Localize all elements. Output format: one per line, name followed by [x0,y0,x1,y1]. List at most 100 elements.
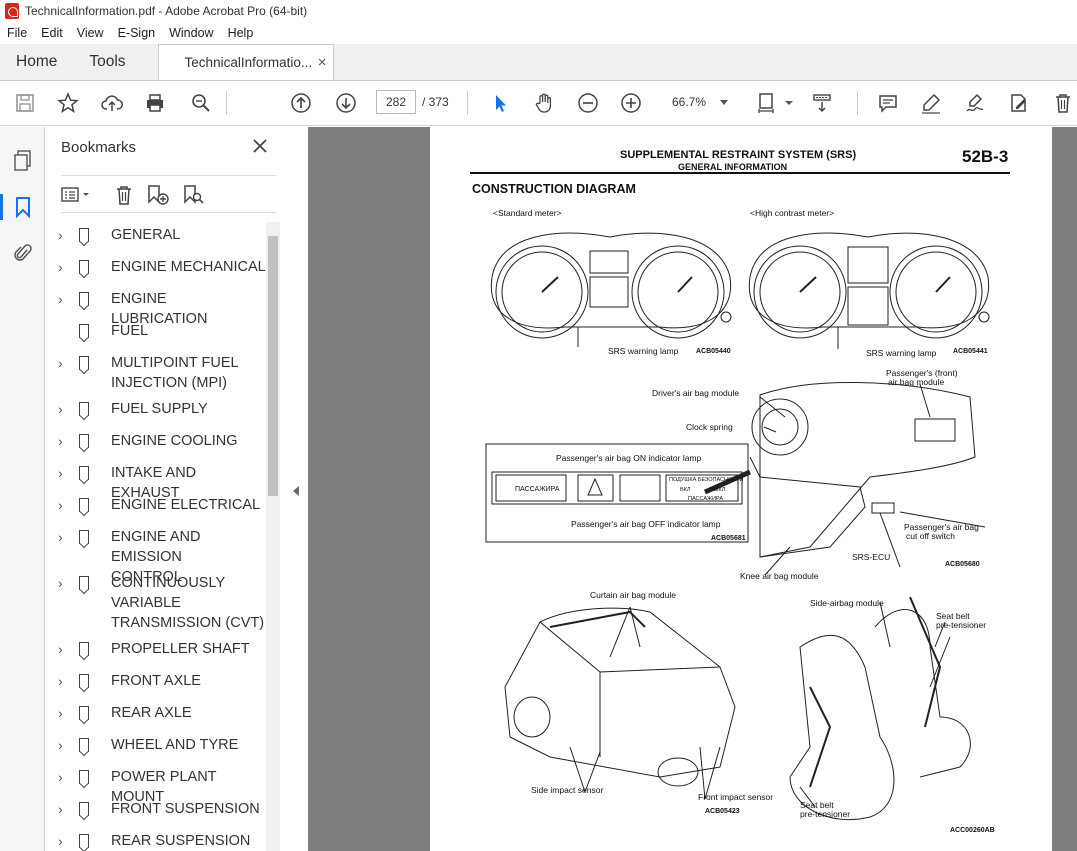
chevron-right-icon[interactable]: › [58,641,63,657]
bookmark-item-propeller-shaft[interactable]: ›PROPELLER SHAFT [45,639,267,659]
page-thumbnails-icon[interactable] [10,147,36,173]
menu-window[interactable]: Window [169,26,214,40]
chevron-right-icon[interactable]: › [58,497,63,513]
chevron-right-icon[interactable]: › [58,355,63,371]
bookmark-item-engine-mechanical[interactable]: › ENGINE MECHANICAL [45,257,267,277]
menu-edit[interactable]: Edit [41,26,63,40]
sign-icon[interactable] [963,91,987,115]
bookmark-item-fuel[interactable]: FUEL [45,321,267,341]
caption-srs-warning-lamp: SRS warning lamp [608,346,679,356]
toolbar-divider [226,91,227,115]
zoom-search-icon[interactable] [189,91,213,115]
tab-bar: Home Tools TechnicalInformatio... × [0,44,1077,81]
header-rule [470,172,1010,174]
title-bar: TechnicalInformation.pdf - Adobe Acrobat… [0,0,1077,22]
delete-icon[interactable] [1051,91,1075,115]
attachments-paperclip-icon[interactable] [10,240,36,266]
select-cursor-icon[interactable] [489,91,513,115]
bookmark-item-engine-lubrication[interactable]: ›ENGINE LUBRICATION [45,289,267,329]
menu-file[interactable]: File [7,26,28,40]
no-chevron-spacer [45,321,67,341]
hand-tool-icon[interactable] [532,91,556,115]
caption-srs-warning-lamp: SRS warning lamp [866,348,937,358]
comment-icon[interactable] [876,91,900,115]
caption-knee-airbag: Knee air bag module [740,571,819,581]
tab-document[interactable]: TechnicalInformatio... × [157,44,334,80]
close-panel-icon[interactable] [250,136,270,156]
bookmark-item-front-axle[interactable]: ›FRONT AXLE [45,671,267,691]
zoom-level-select[interactable]: 66.7% [662,90,734,114]
bookmark-item-front-suspension[interactable]: ›FRONT SUSPENSION [45,799,267,819]
chevron-right-icon[interactable]: › [58,227,63,243]
chevron-right-icon[interactable]: › [58,259,63,275]
caption-seatbelt-pretensioner: Seat belt [936,611,970,621]
star-icon[interactable] [56,91,80,115]
collapse-panel-icon[interactable] [293,486,299,496]
bookmark-item-general[interactable]: ›GENERAL [45,225,267,245]
panel-text: ПАССАЖИРА [688,496,723,502]
bookmark-label: ENGINE MECHANICAL [111,259,266,275]
tab-close-icon[interactable]: × [317,54,327,71]
bookmark-icon [67,431,93,451]
menu-help[interactable]: Help [227,26,254,40]
chevron-right-icon[interactable]: › [58,737,63,753]
bookmark-item-rear-axle[interactable]: ›REAR AXLE [45,703,267,723]
menu-view[interactable]: View [76,26,104,40]
tab-tools[interactable]: Tools [89,53,126,70]
chevron-right-icon[interactable]: › [58,705,63,721]
delete-bookmark-icon[interactable] [113,184,135,206]
highlight-pen-icon[interactable] [919,91,943,115]
chevron-right-icon[interactable]: › [58,433,63,449]
chevron-right-icon[interactable]: › [58,529,63,545]
chevron-right-icon[interactable]: › [58,465,63,481]
find-bookmark-icon[interactable] [182,184,204,206]
zoom-in-icon[interactable] [619,91,643,115]
upload-cloud-icon[interactable] [100,91,124,115]
bookmarks-list: ›GENERAL › ENGINE MECHANICAL ›ENGINE LUBR… [45,219,267,851]
page-fit-icon[interactable] [755,91,779,115]
label-line: TRANSMISSION (CVT) [111,615,265,631]
bookmark-item-engine-cooling[interactable]: ›ENGINE COOLING [45,431,267,451]
bookmarks-icon[interactable] [0,194,36,220]
previous-page-icon[interactable] [289,91,313,115]
new-bookmark-icon[interactable] [146,184,169,206]
bookmark-icon [67,573,93,633]
bookmark-item-intake-exhaust[interactable]: ›INTAKE AND EXHAUST [45,463,267,503]
chevron-right-icon[interactable]: › [58,575,63,591]
bookmark-options-icon[interactable] [61,184,89,206]
chevron-right-icon[interactable]: › [58,769,63,785]
chevron-down-icon[interactable] [777,91,801,115]
save-icon[interactable] [13,91,37,115]
zoom-out-icon[interactable] [576,91,600,115]
caption-high-contrast-meter: <High contrast meter> [750,208,835,218]
print-icon[interactable] [143,91,167,115]
chevron-right-icon[interactable]: › [58,291,63,307]
bookmark-label: FUEL SUPPLY [111,401,208,417]
chevron-right-icon[interactable]: › [58,401,63,417]
bookmarks-scrollbar-thumb[interactable] [268,236,278,496]
chevron-right-icon[interactable]: › [58,833,63,849]
bookmark-item-rear-suspension[interactable]: ›REAR SUSPENSION [45,831,267,851]
menu-esign[interactable]: E-Sign [117,26,156,40]
bookmarks-panel: Bookmarks ›GENERAL ›ENGINE MECHANICAL ›E… [45,127,288,851]
chevron-right-icon[interactable]: › [58,673,63,689]
chevron-right-icon[interactable]: › [58,801,63,817]
page-number-input[interactable]: 282 [376,90,416,114]
bookmark-icon [67,831,93,851]
caption-seatbelt-pretensioner: pre-tensioner [800,809,851,819]
tab-home[interactable]: Home [16,53,58,70]
bookmark-item-engine-electrical[interactable]: ›ENGINE ELECTRICAL [45,495,267,515]
edit-pdf-icon[interactable] [1007,91,1031,115]
bookmark-item-fuel-supply[interactable]: › FUEL SUPPLY [45,399,267,419]
scroll-mode-icon[interactable] [810,91,834,115]
page-header-subtitle: GENERAL INFORMATION [678,162,788,172]
next-page-icon[interactable] [334,91,358,115]
bookmark-item-power-plant-mount[interactable]: ›POWER PLANT MOUNT [45,767,267,807]
bookmark-item-wheel-tyre[interactable]: ›WHEEL AND TYRE [45,735,267,755]
